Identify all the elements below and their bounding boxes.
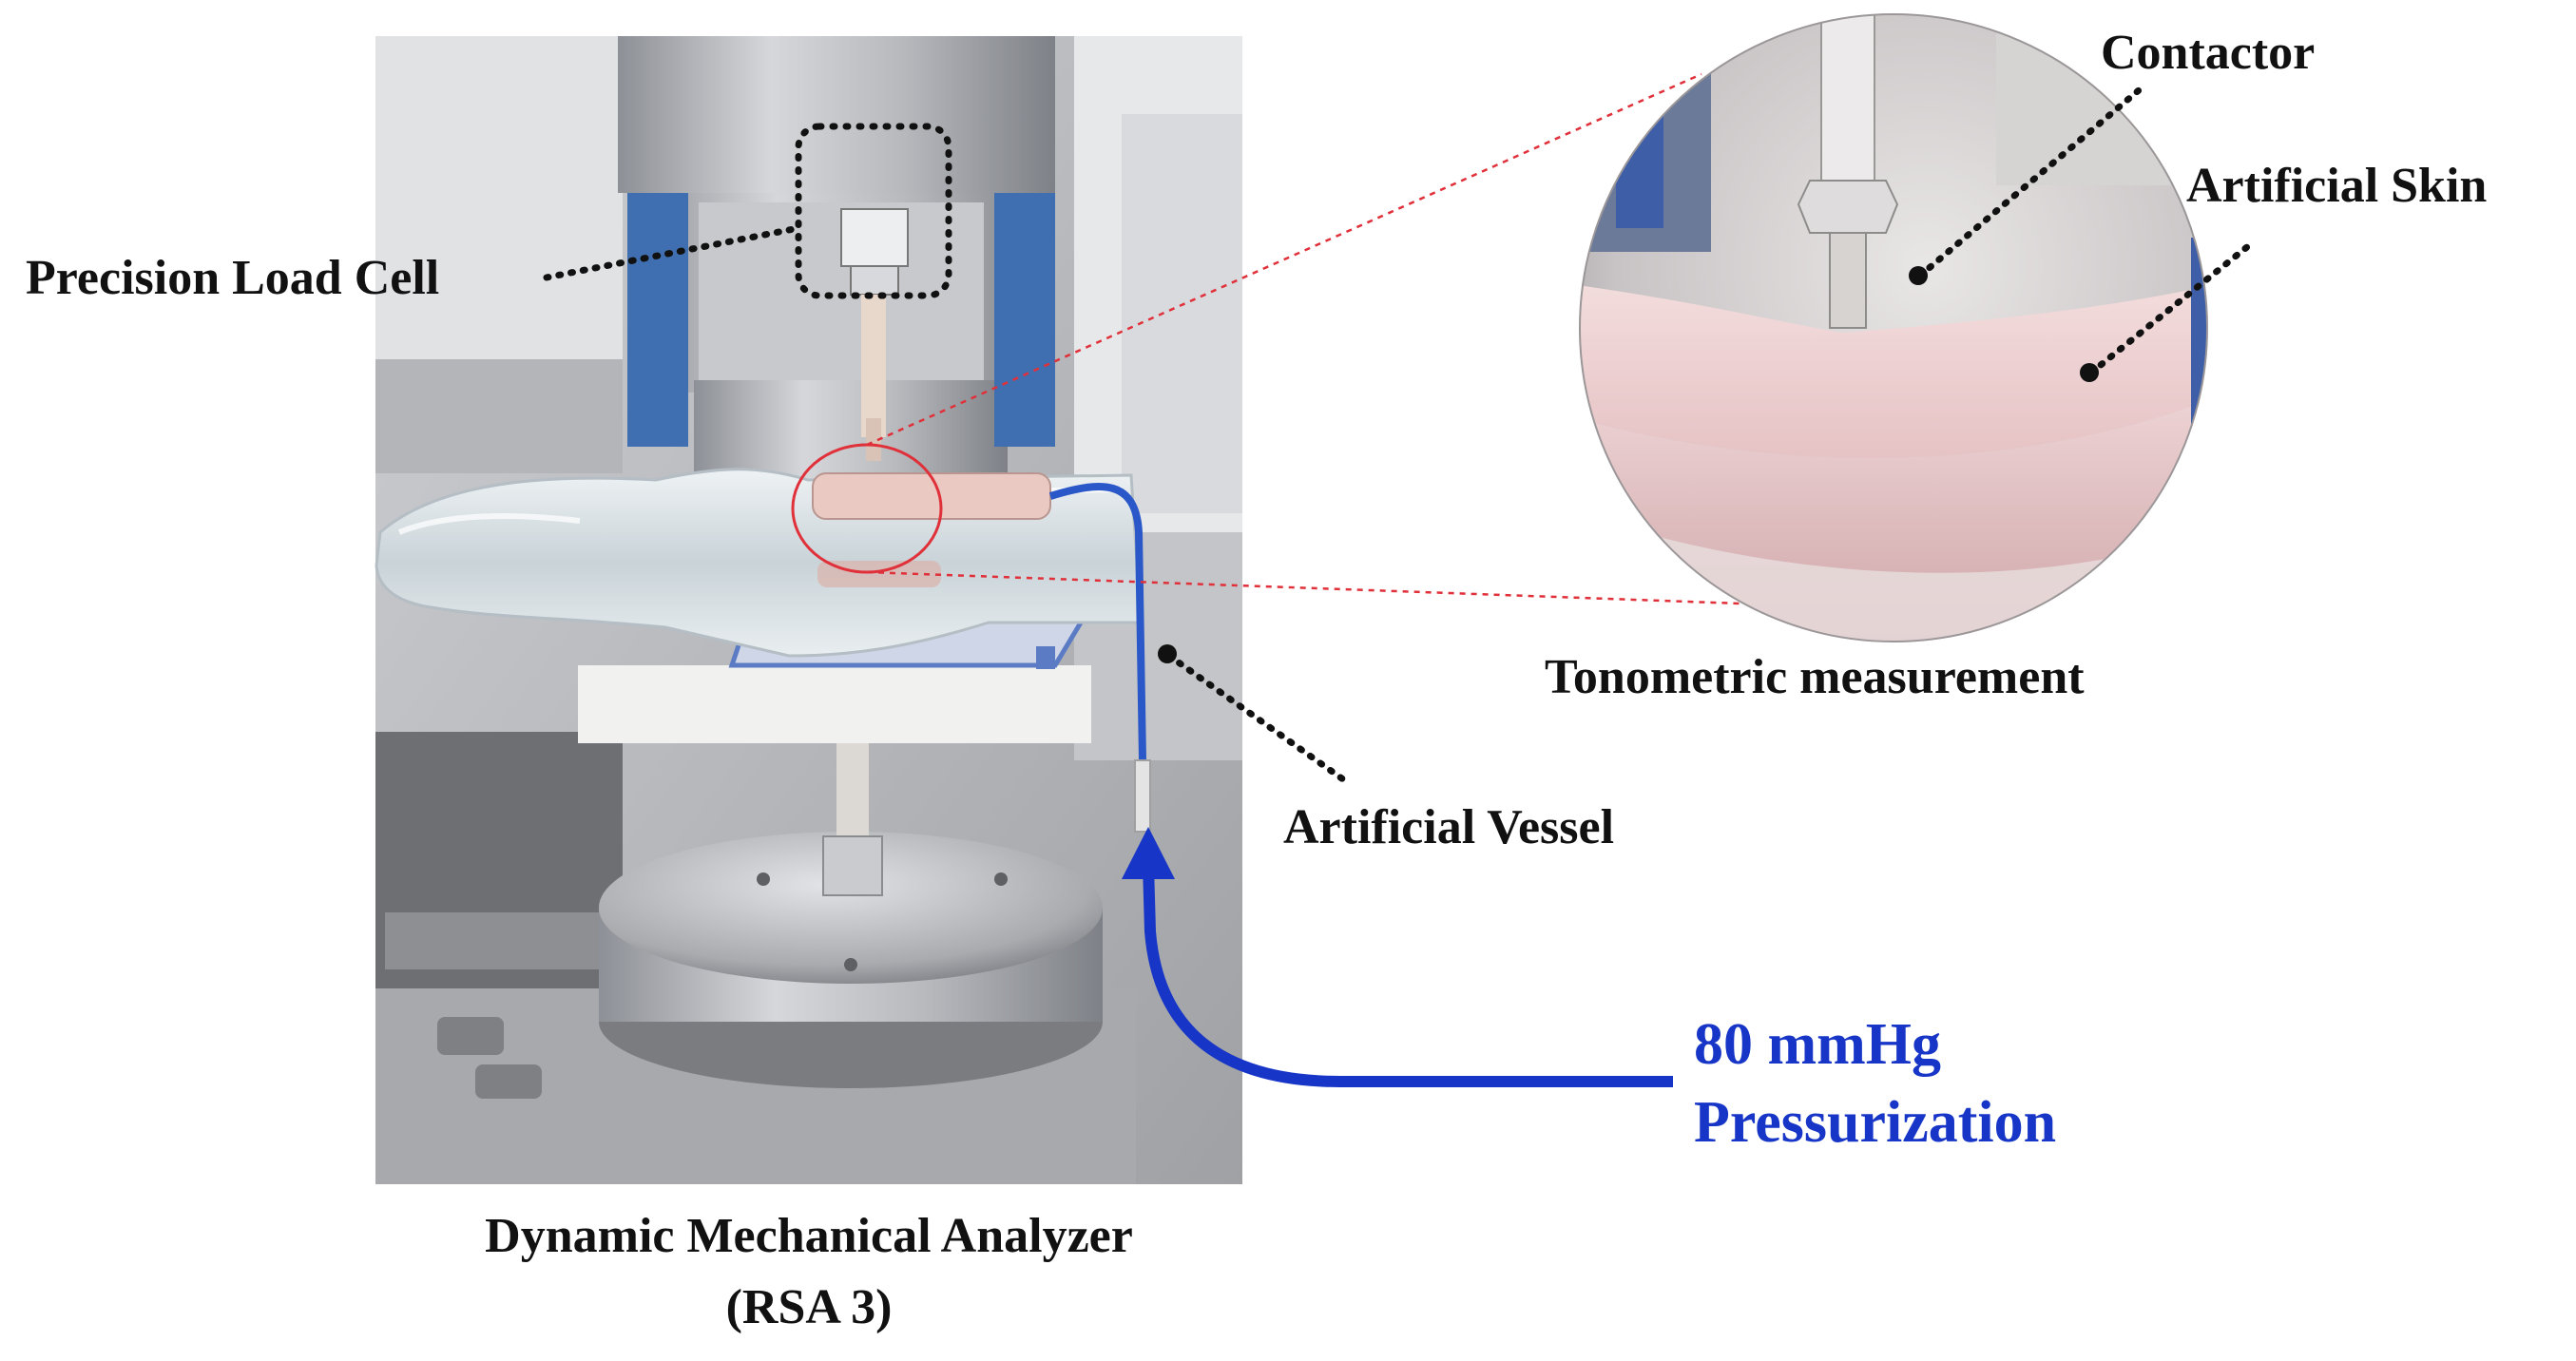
pressure-arrow — [1122, 827, 1673, 1087]
label-contactor: Contactor — [2101, 26, 2316, 80]
zoom-guide-lines — [866, 72, 1874, 610]
label-analyzer-model: (RSA 3) — [725, 1280, 893, 1334]
leader-lines — [543, 86, 2257, 788]
dot-artificial-vessel — [1158, 644, 1177, 663]
label-tonometric-measurement: Tonometric measurement — [1545, 650, 2085, 704]
leader-artificial-vessel — [1165, 652, 1354, 788]
label-pressurization: Pressurization — [1694, 1090, 2057, 1155]
leader-precision-load-cell — [543, 224, 802, 281]
label-artificial-skin: Artificial Skin — [2186, 159, 2488, 213]
label-artificial-vessel: Artificial Vessel — [1283, 800, 1615, 854]
label-analyzer-name: Dynamic Mechanical Analyzer — [485, 1209, 1133, 1263]
dma-photo — [375, 36, 1242, 1184]
label-precision-load-cell: Precision Load Cell — [26, 251, 440, 305]
load-cell-highlight-box — [795, 123, 952, 299]
dot-contactor — [1909, 266, 1928, 285]
zoom-detail-circle — [1580, 14, 2207, 642]
leader-artificial-skin — [2087, 239, 2257, 376]
leader-contactor — [1916, 86, 2143, 279]
label-pressure-value: 80 mmHg — [1694, 1012, 1942, 1077]
dot-artificial-skin — [2080, 363, 2099, 382]
